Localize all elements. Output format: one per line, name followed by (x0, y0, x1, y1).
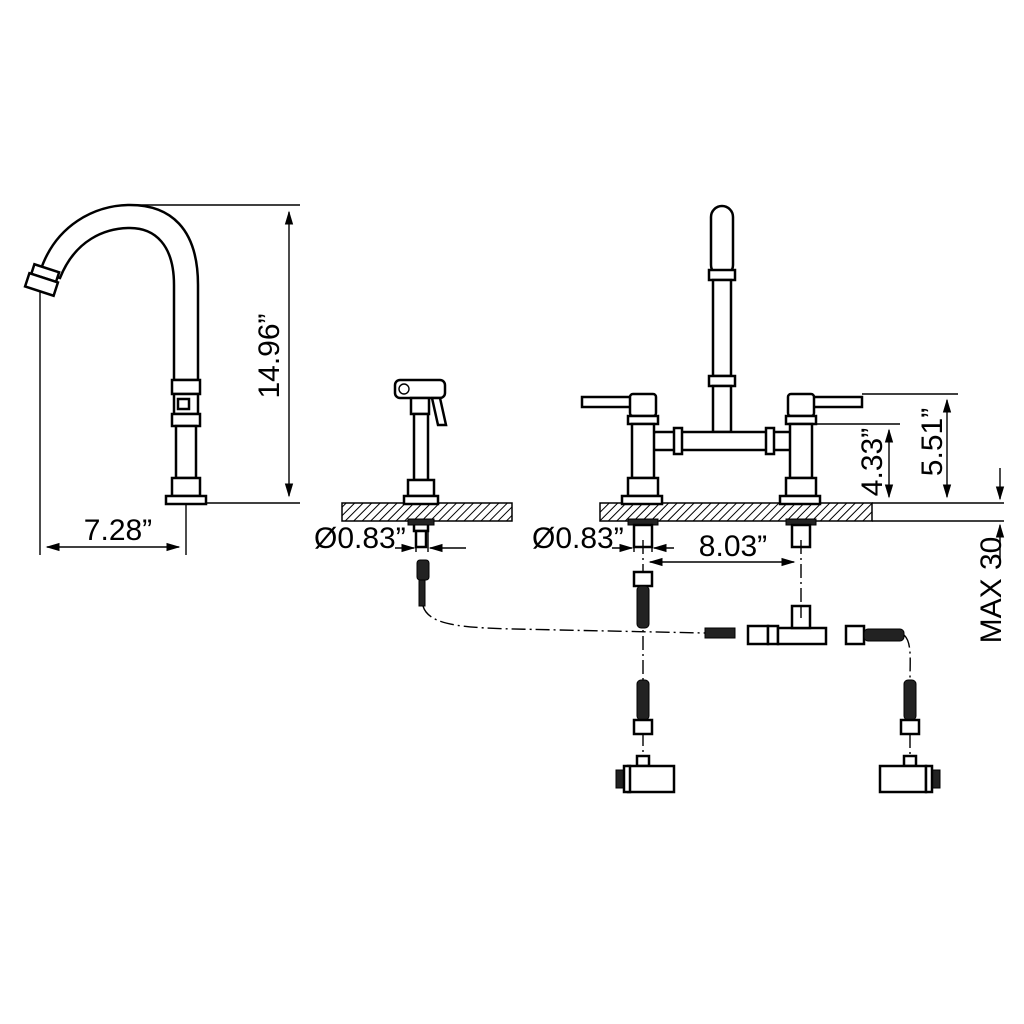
countertop (341, 502, 1004, 522)
dimension-faucet-hole: Ø0.83” (532, 522, 674, 555)
label-handle-height-high: 5.51” (916, 408, 949, 476)
supply-lines (422, 570, 941, 794)
label-spout-reach: 7.28” (84, 514, 152, 547)
dimension-handle-heights: 4.33” 5.51” (816, 393, 958, 499)
dimension-spout-height: 14.96” (130, 204, 300, 504)
dimension-sprayer-hole: Ø0.83” (314, 522, 466, 555)
label-sprayer-hole: Ø0.83” (314, 522, 406, 555)
label-spout-height: 14.96” (253, 313, 286, 398)
bridge-faucet (580, 204, 864, 549)
side-view-spout (23, 203, 208, 506)
dimension-max-deck: MAX 30 (975, 468, 1008, 643)
label-center-spacing: 8.03” (699, 530, 767, 563)
label-max-deck: MAX 30 (975, 537, 1008, 644)
label-faucet-hole: Ø0.83” (532, 522, 624, 555)
side-sprayer (393, 378, 448, 607)
dimension-spout-reach: 7.28” (39, 292, 187, 555)
label-handle-height-low: 4.33” (856, 428, 889, 496)
